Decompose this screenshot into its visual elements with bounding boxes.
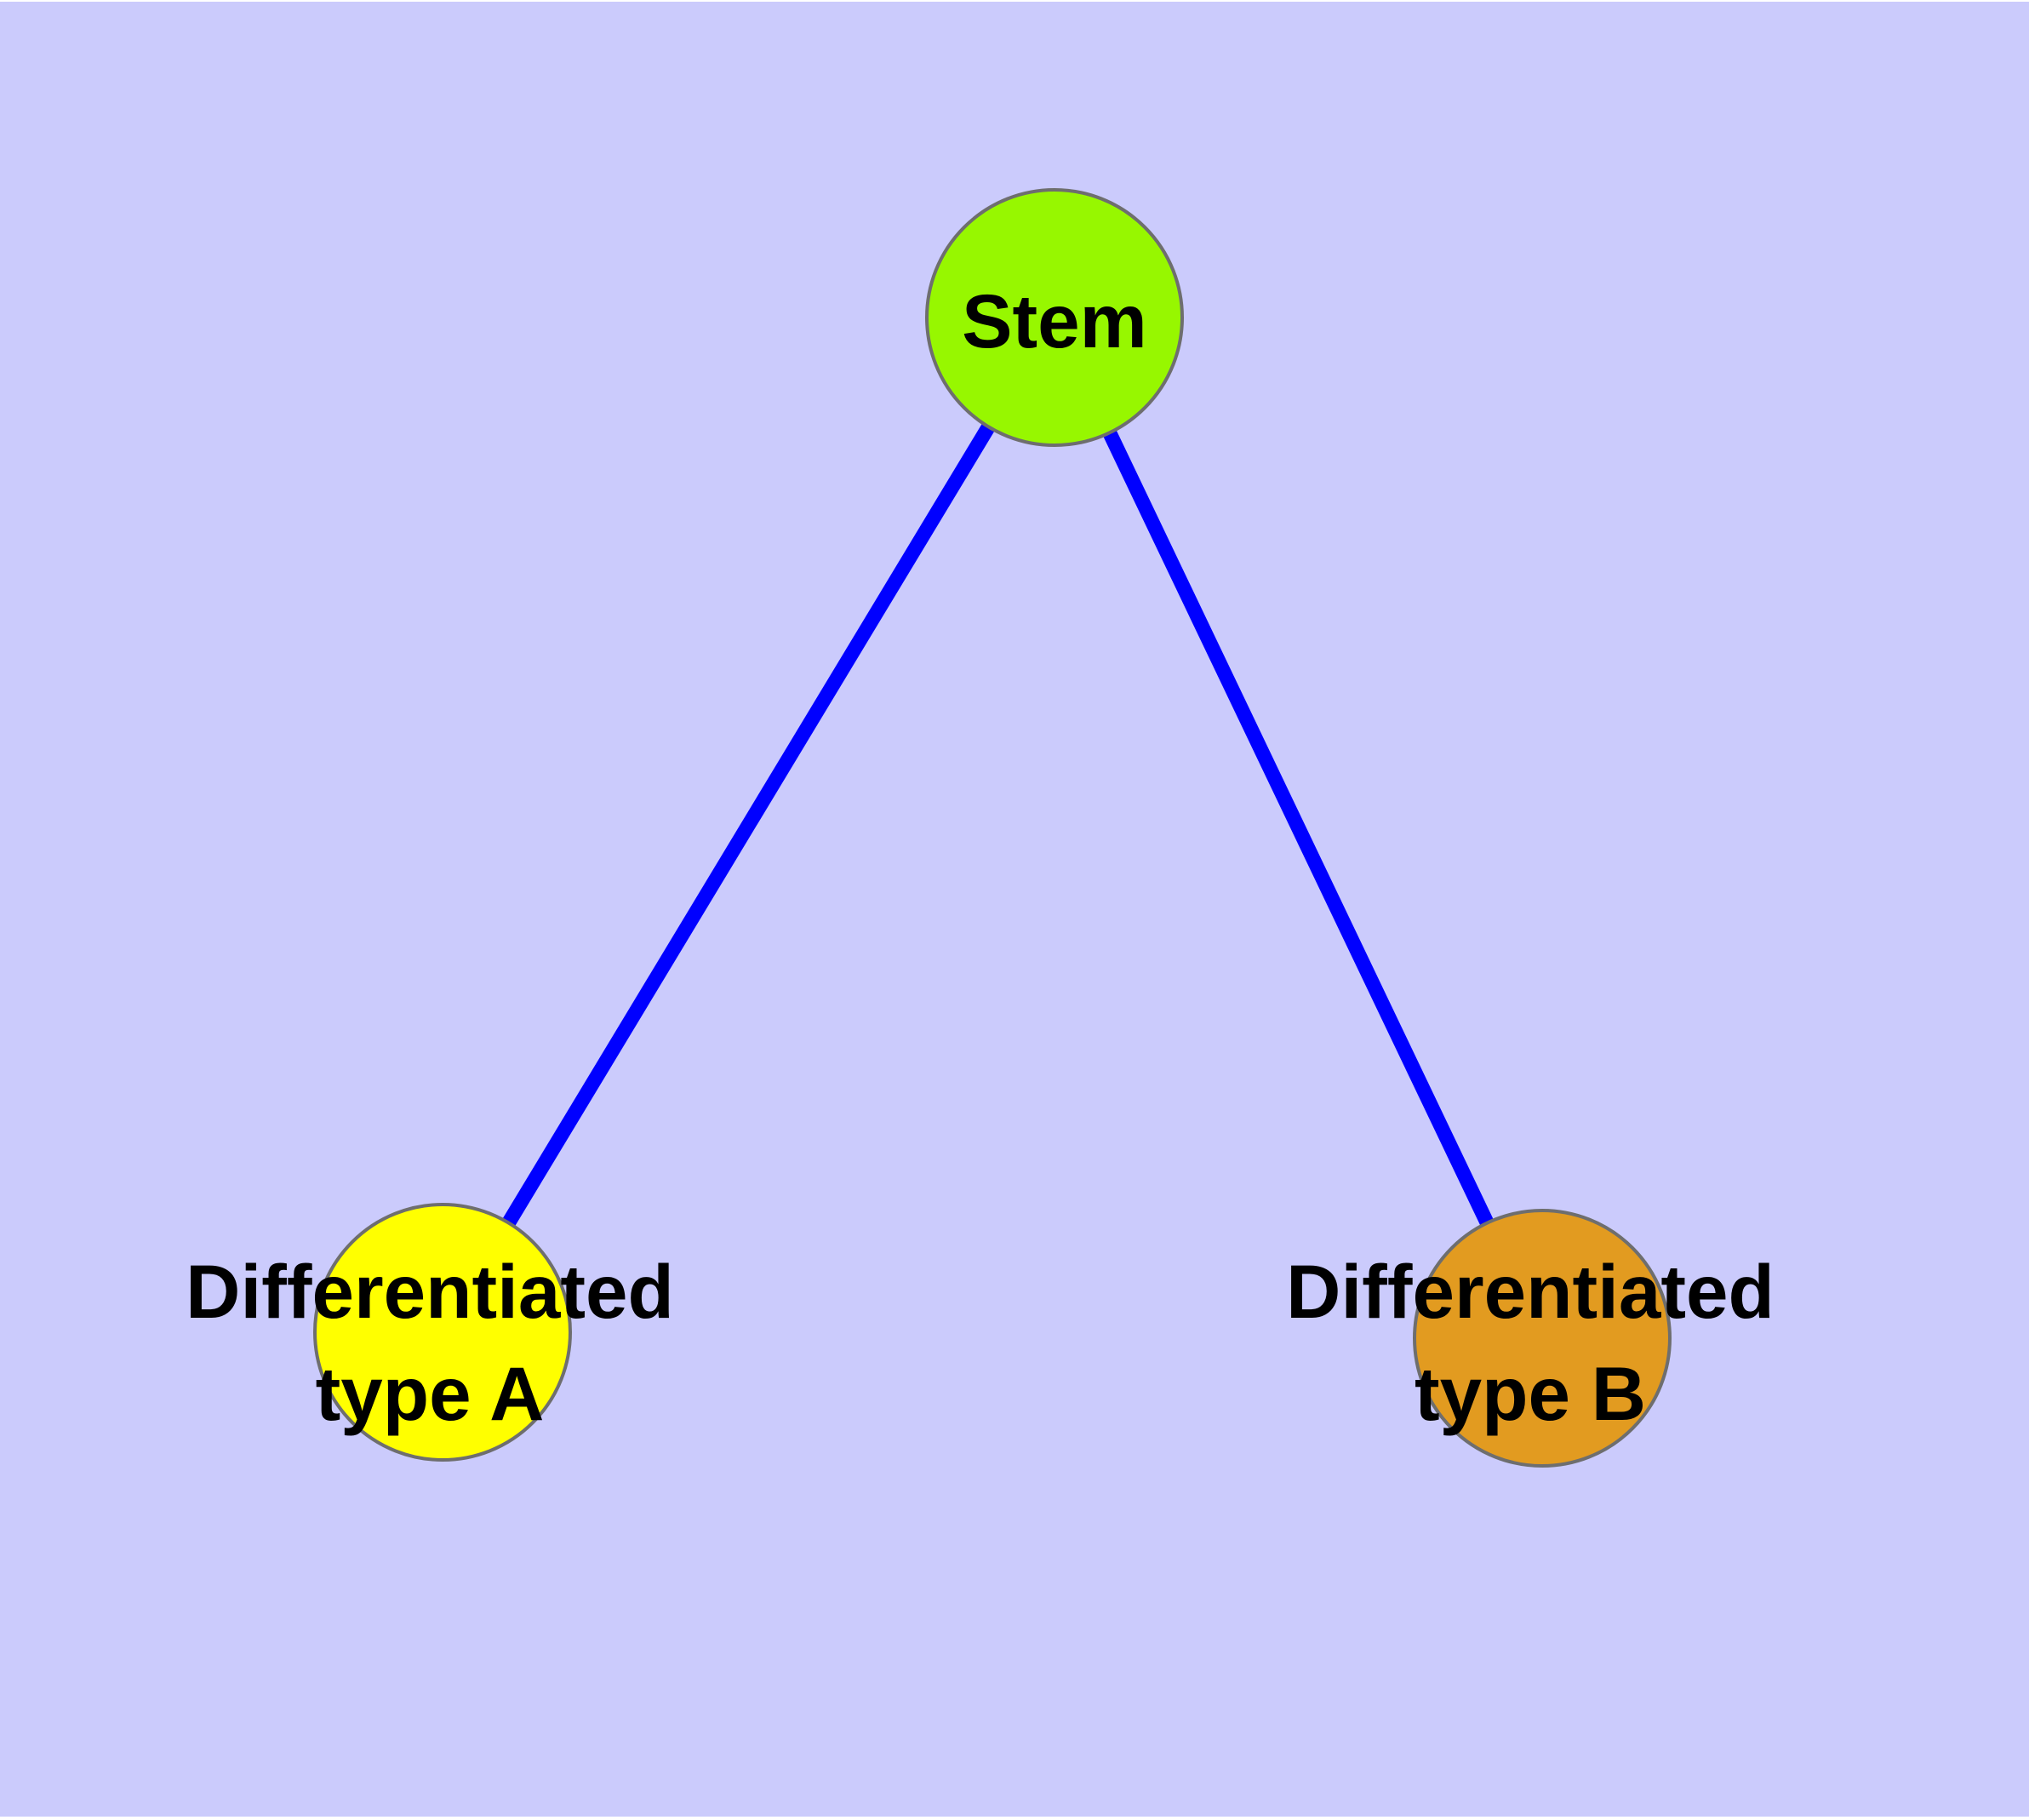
type-a-label-line1: Differentiated xyxy=(186,1249,674,1334)
type-a-label-line2: type A xyxy=(315,1351,545,1436)
stem-label-text: Stem xyxy=(962,278,1147,363)
type-b-label-line1: Differentiated xyxy=(1286,1249,1775,1334)
node-type-a xyxy=(313,1203,572,1462)
node-label-type-a: Differentiated type A xyxy=(186,1240,674,1445)
edge-stem-to-type-b xyxy=(1048,314,1549,1342)
node-label-stem: Stem xyxy=(962,270,1147,372)
node-type-b xyxy=(1413,1209,1672,1468)
node-stem xyxy=(925,188,1184,447)
edge-stem-to-type-a xyxy=(436,313,1061,1336)
type-b-label-line2: type B xyxy=(1414,1351,1646,1436)
node-label-type-b: Differentiated type B xyxy=(1286,1240,1775,1445)
